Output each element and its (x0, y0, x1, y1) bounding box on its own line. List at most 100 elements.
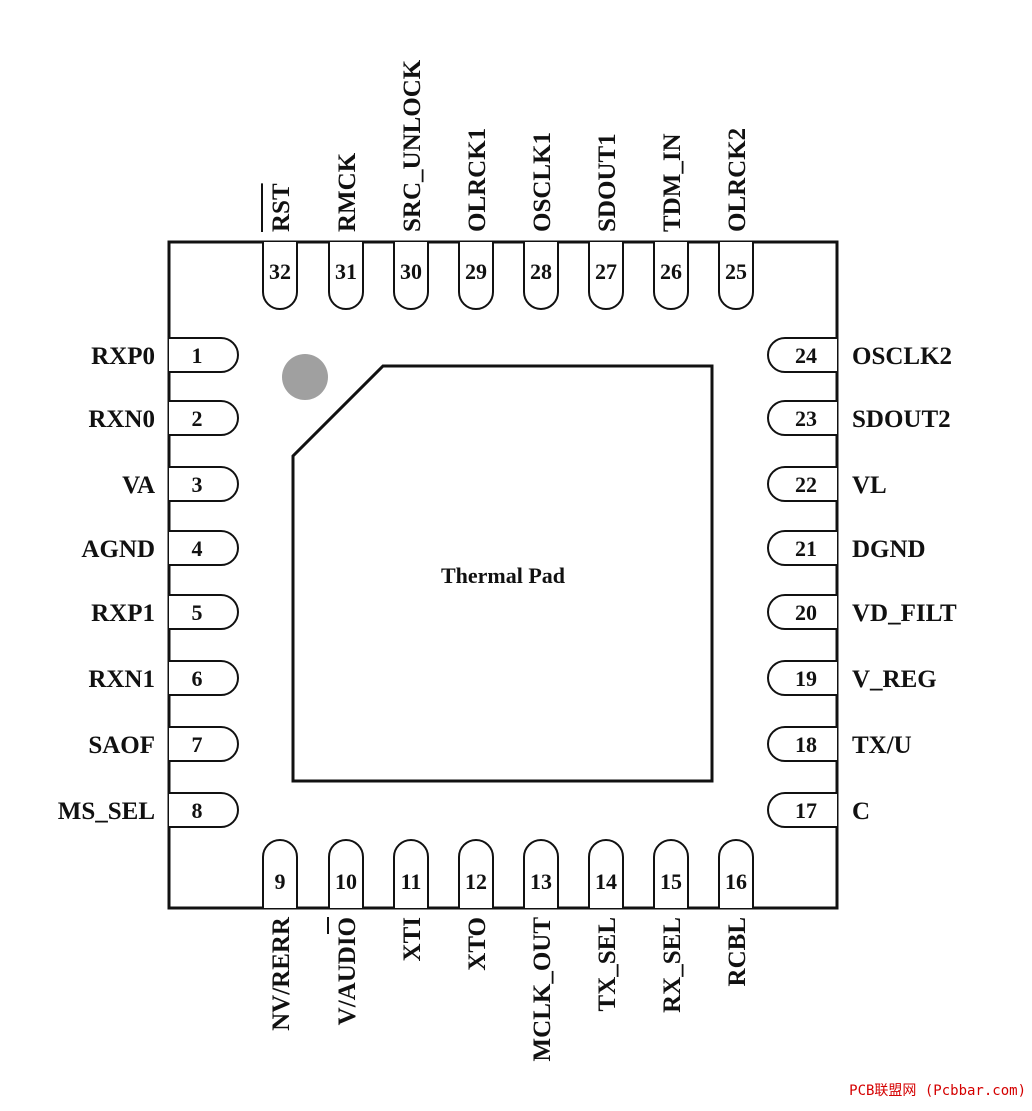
pin-pad (653, 242, 689, 310)
pin-number: 13 (530, 869, 552, 894)
watermark: PCB联盟网 (Pcbbar.com) (849, 1083, 1026, 1099)
pin-name: V/AUDIO (334, 917, 361, 1025)
pin-name: RX_SEL (659, 917, 686, 1013)
pin-number: 14 (595, 869, 617, 894)
pin-number: 25 (725, 259, 747, 284)
pin-number: 24 (795, 343, 817, 368)
pin-name: SDOUT2 (852, 406, 951, 433)
pin-pad (718, 242, 754, 310)
pin-number: 10 (335, 869, 357, 894)
pin-name: RXN1 (88, 666, 155, 693)
pin-number: 30 (400, 259, 422, 284)
pin-name: SAOF (88, 732, 155, 759)
pin-pad (393, 242, 429, 310)
pin-pad (523, 839, 559, 908)
pin-name: RXP0 (91, 343, 155, 370)
pin-number: 17 (795, 798, 817, 823)
pin-number: 12 (465, 869, 487, 894)
pin-name: C (852, 798, 870, 825)
pin-pad (767, 530, 837, 566)
pin-pad (262, 242, 298, 310)
pin-number: 3 (192, 472, 203, 497)
pin-name: RXP1 (91, 600, 155, 627)
pin-name: NV/RERR (268, 916, 295, 1031)
pin-number: 16 (725, 869, 747, 894)
pin-name: SRC_UNLOCK (399, 59, 426, 232)
pin-pad (393, 839, 429, 908)
pin-pad (767, 792, 837, 828)
pin-name: TX_SEL (594, 917, 621, 1011)
pin-name: MS_SEL (58, 798, 155, 825)
pin-pad (767, 400, 837, 436)
thermal-pad-label: Thermal Pad (441, 563, 565, 588)
pin-name: VD_FILT (852, 600, 957, 627)
pin-name: RMCK (334, 152, 361, 232)
pin-number: 1 (192, 343, 203, 368)
pin-pad (767, 466, 837, 502)
pin-name: TDM_IN (659, 133, 686, 232)
pin-name: XTI (399, 917, 426, 961)
pin-number: 23 (795, 406, 817, 431)
pin-name: SDOUT1 (594, 133, 621, 232)
pin-name: V_REG (852, 666, 937, 693)
pin-name: OSCLK1 (529, 132, 556, 232)
pin-number: 4 (192, 536, 203, 561)
pin-number: 19 (795, 666, 817, 691)
pin-name: OLRCK1 (464, 128, 491, 232)
pin-name: DGND (852, 536, 926, 563)
pin-pad (458, 839, 494, 908)
pin1-marker (282, 354, 328, 400)
pin-number: 31 (335, 259, 357, 284)
pin-name: XTO (464, 917, 491, 971)
pin-pad (767, 594, 837, 630)
pin-pad (588, 839, 624, 908)
pin-name: MCLK_OUT (529, 917, 556, 1062)
pin-pad (328, 839, 364, 908)
pin-number: 9 (275, 869, 286, 894)
pin-pad (169, 337, 239, 373)
pin-pad (767, 337, 837, 373)
pin-pad (653, 839, 689, 908)
pin-number: 6 (192, 666, 203, 691)
pin-number: 29 (465, 259, 487, 284)
pin-number: 8 (192, 798, 203, 823)
pin-name: RXN0 (88, 406, 155, 433)
pin-pad (169, 530, 239, 566)
pin-pad (169, 400, 239, 436)
pin-number: 7 (192, 732, 203, 757)
pin-name: VL (852, 472, 887, 499)
pin-number: 26 (660, 259, 682, 284)
pin-number: 21 (795, 536, 817, 561)
thermal-pad (291, 364, 714, 783)
pin-number: 2 (192, 406, 203, 431)
pin-name: VA (122, 472, 155, 499)
pin-pad (169, 660, 239, 696)
pin-name: OLRCK2 (724, 128, 751, 232)
pin-pad (328, 242, 364, 310)
pin-number: 15 (660, 869, 682, 894)
pin-number: 32 (269, 259, 291, 284)
pin-number: 20 (795, 600, 817, 625)
pin-name: RST (268, 183, 295, 232)
pin-pad (718, 839, 754, 908)
pin-pad (588, 242, 624, 310)
pin-number: 28 (530, 259, 552, 284)
pin-number: 5 (192, 600, 203, 625)
pin-pad (169, 594, 239, 630)
pin-pad (169, 726, 239, 762)
pin-number: 11 (401, 869, 422, 894)
pin-pad (458, 242, 494, 310)
pin-name: TX/U (852, 732, 912, 759)
pin-pad (523, 242, 559, 310)
pin-number: 22 (795, 472, 817, 497)
pin-pad (169, 466, 239, 502)
pin-pad (767, 660, 837, 696)
pin-name: OSCLK2 (852, 343, 952, 370)
pin-pad (262, 839, 298, 908)
pin-pad (767, 726, 837, 762)
pin-number: 27 (595, 259, 617, 284)
pins-group: 1 RXP0 2 RXN0 3 VA 4 AGND 5 RXP1 6 RXN1 7 SAOF 8 MS_SEL… (58, 59, 957, 1061)
pin-name: AGND (81, 536, 155, 563)
